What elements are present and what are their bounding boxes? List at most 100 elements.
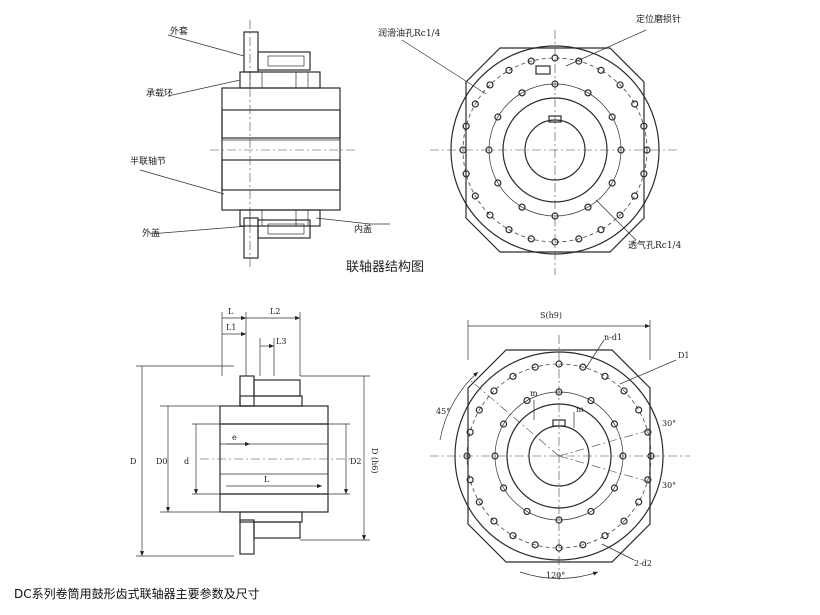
bolt-hole — [518, 203, 526, 211]
bolt-hole — [551, 54, 559, 62]
dim-e: e — [232, 433, 237, 442]
bolt-hole — [462, 122, 470, 130]
bolt-hole — [644, 428, 652, 436]
dim-L1: L1 — [226, 323, 236, 332]
bolt-hole — [575, 235, 583, 243]
bolt-hole — [617, 146, 625, 154]
label-vent-hole: 透气孔Rc1/4 — [628, 239, 682, 251]
bolt-hole — [647, 452, 655, 460]
bolt-hole — [579, 541, 587, 549]
bolt-hole — [527, 235, 535, 243]
dim-L2: L2 — [270, 307, 280, 316]
bolt-hole — [551, 212, 559, 220]
dim-angle-45: 45° — [436, 407, 450, 416]
bolt-hole — [505, 66, 513, 74]
bolt-hole — [601, 372, 609, 380]
bolt-hole — [531, 363, 539, 371]
bolt-hole — [644, 476, 652, 484]
bolt-hole — [587, 396, 595, 405]
bolt-hole — [518, 89, 526, 97]
bottom-bolt-holes — [463, 360, 655, 552]
bolt-hole — [491, 452, 499, 460]
bolt-hole — [635, 498, 643, 506]
bolt-hole — [523, 507, 531, 516]
bolt-hole — [640, 170, 648, 178]
dim-n-d1: n-d1 — [604, 333, 622, 342]
bolt-hole — [555, 544, 563, 552]
label-half-hub: 半联轴节 — [130, 155, 166, 167]
bottom-section-view — [136, 312, 370, 557]
bolt-hole — [475, 406, 483, 414]
bolt-hole — [608, 179, 616, 187]
bolt-hole — [584, 203, 592, 211]
bolt-hole — [610, 420, 619, 428]
label-bearing-ring: 承载环 — [146, 87, 173, 99]
bottom-end-view — [430, 320, 690, 580]
bolt-hole — [505, 226, 513, 234]
top-bolt-holes — [459, 54, 651, 246]
bolt-hole — [471, 100, 479, 108]
label-outer-sleeve: 外套 — [170, 25, 188, 37]
bolt-hole — [463, 452, 471, 460]
bolt-hole — [555, 516, 563, 524]
bolt-hole — [610, 484, 619, 492]
dim-Dh6: D (h6) — [370, 448, 379, 473]
bolt-hole — [486, 211, 494, 219]
dim-m-1: m — [530, 389, 538, 398]
top-end-view — [401, 29, 680, 275]
bolt-hole — [620, 517, 628, 525]
bolt-hole — [509, 532, 517, 540]
bolt-hole — [475, 498, 483, 506]
dim-L: L — [228, 307, 234, 316]
bolt-hole — [523, 396, 531, 405]
bolt-hole — [494, 113, 502, 121]
bolt-hole — [620, 387, 628, 395]
dim-angle-120: 120° — [546, 571, 565, 580]
bolt-hole — [490, 387, 498, 395]
bolt-hole — [499, 484, 508, 492]
bolt-hole — [551, 80, 559, 88]
bolt-hole — [531, 541, 539, 549]
bolt-hole — [579, 363, 587, 371]
bolt-hole — [635, 406, 643, 414]
dim-m-2: m — [576, 405, 584, 414]
bolt-hole — [459, 146, 467, 154]
bolt-hole — [616, 211, 624, 219]
bolt-hole — [575, 57, 583, 65]
dim-D: D — [130, 457, 136, 466]
bolt-hole — [462, 170, 470, 178]
bolt-hole — [619, 452, 627, 460]
dim-D2: D2 — [350, 457, 362, 466]
bolt-hole — [616, 81, 624, 89]
dim-d: d — [184, 457, 189, 466]
bolt-hole — [466, 428, 474, 436]
bolt-hole — [597, 226, 605, 234]
dim-D1: D1 — [678, 351, 690, 360]
bolt-hole — [471, 192, 479, 200]
dim-S-h9: S(h9) — [540, 311, 562, 320]
bolt-hole — [555, 360, 563, 368]
dim-2-d2: 2-d2 — [634, 559, 652, 568]
bolt-hole — [486, 81, 494, 89]
bolt-hole — [551, 238, 559, 246]
dim-angle-30-upper: 30° — [662, 419, 676, 428]
bolt-hole — [584, 89, 592, 97]
label-inner-cover: 内盖 — [354, 223, 372, 235]
bolt-hole — [485, 146, 493, 154]
bolt-hole — [608, 113, 616, 121]
bolt-hole — [527, 57, 535, 65]
bolt-hole — [499, 420, 508, 428]
bolt-hole — [555, 388, 563, 396]
top-section-view — [139, 20, 390, 270]
label-oil-hole: 润滑油孔Rc1/4 — [378, 27, 441, 39]
dim-L3: L3 — [276, 337, 286, 346]
bolt-hole — [631, 192, 639, 200]
bolt-hole — [494, 179, 502, 187]
label-outer-cover: 外盖 — [142, 227, 160, 239]
structure-caption: 联轴器结构图 — [346, 260, 424, 275]
label-wear-indicator: 定位磨损针 — [636, 13, 681, 25]
dim-L-inner: L — [264, 475, 270, 484]
bolt-hole — [640, 122, 648, 130]
bolt-hole — [601, 532, 609, 540]
